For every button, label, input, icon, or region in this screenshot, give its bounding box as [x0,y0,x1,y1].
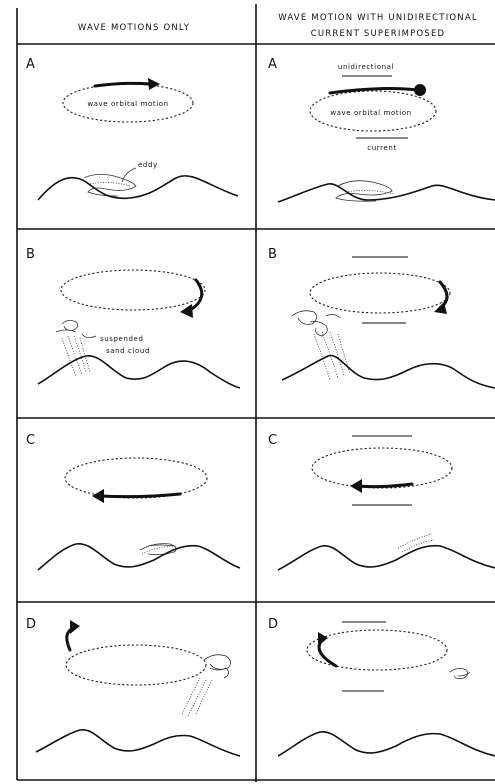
seabed-ripple [282,355,495,388]
orbit-ellipse [307,630,447,670]
header-right-line1: WAVE MOTION WITH UNIDIRECTIONAL [278,13,478,23]
eddy-label: eddy [138,161,158,169]
eddy-swirl [140,544,176,555]
panel-label-left-c: C [26,433,35,448]
sand-cloud-swirl [204,655,231,678]
header-left: WAVE MOTIONS ONLY [78,23,190,33]
seabed-ripple [36,730,240,756]
eddy-leader-line [122,168,136,182]
seabed-ripple [38,544,240,570]
sand-cloud-swirl [292,311,340,336]
panel-label-left-a: A [26,57,35,72]
current-label: current [367,144,396,152]
panel-left-d [36,620,240,756]
orbit-arrow [100,494,180,497]
seabed-ripple [38,356,240,388]
seabed-ripple [278,546,495,570]
panel-label-left-d: D [26,617,36,632]
arrowhead-icon [350,479,362,493]
unidirectional-label: unidirectional [338,63,394,71]
panel-right-c [278,436,495,570]
arrowhead-icon [148,78,160,90]
arrowhead-icon [180,304,193,318]
panel-label-right-d: D [268,617,278,632]
panel-left-c [38,458,240,570]
orbit-arrow [358,484,412,487]
panel-left-a: wave orbital motion eddy [38,78,238,200]
panel-left-b: suspended sand cloud [38,270,240,388]
sand-cloud-label-line2: sand cloud [106,347,150,355]
panel-right-a: unidirectional wave orbital motion curre… [278,63,495,202]
seabed-ripple [278,732,495,756]
orbit-arrow [330,89,418,93]
table-grid [17,4,495,782]
panel-label-right-a: A [268,57,277,72]
sand-cloud-label-line1: suspended [100,335,144,343]
panel-right-b [282,257,495,388]
eddy-swirl [84,174,136,196]
header-right-line2: CURRENT SUPERIMPOSED [311,29,446,39]
orbit-ellipse [66,645,206,685]
orbit-ellipse [312,448,452,488]
orbit-ellipse [61,270,205,310]
orbit-label: wave orbital motion [87,100,168,108]
eddy-sand [90,182,130,186]
panel-label-right-c: C [268,433,277,448]
arrowhead-icon [70,620,80,634]
sand-swirl [450,668,470,678]
seabed-ripple [38,176,238,200]
orbit-arrow [95,83,150,86]
arrowhead-icon [318,632,328,646]
orbit-label: wave orbital motion [330,109,411,117]
sand-cloud-swirl [56,320,78,332]
panel-label-left-b: B [26,247,35,262]
arrowhead-icon [414,84,426,96]
orbit-ellipse [310,273,450,313]
panel-label-right-b: B [268,247,277,262]
sand-cloud-stipple [182,678,212,716]
sand-cloud-leader-line [82,334,96,338]
panel-right-d [278,622,495,756]
orbit-ellipse [65,458,207,498]
arrowhead-icon [92,489,104,503]
